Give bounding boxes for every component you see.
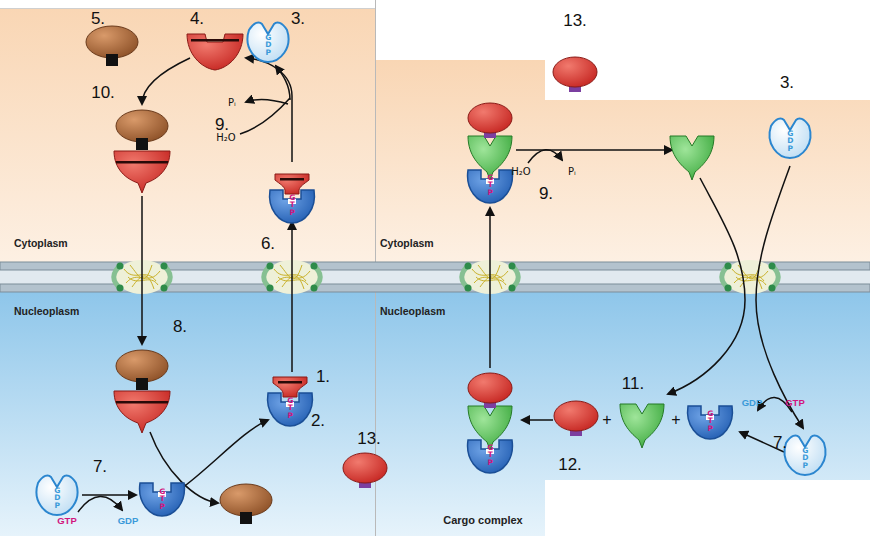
callout-number: 7. bbox=[93, 458, 107, 475]
callout-number: 13. bbox=[357, 430, 381, 447]
nucleotide-label: GTP bbox=[158, 487, 166, 510]
flow-arrow bbox=[182, 420, 268, 488]
nucleotide-label: GTP bbox=[486, 173, 494, 196]
chemical-label: H₂O bbox=[216, 133, 235, 143]
panel-border bbox=[0, 8, 375, 9]
flow-arrow bbox=[756, 166, 803, 428]
callout-number: 13. bbox=[563, 12, 587, 29]
flow-arrow bbox=[489, 208, 491, 368]
nucleoplasm-region bbox=[376, 292, 870, 536]
exportin bbox=[114, 391, 170, 433]
flow-arrow bbox=[240, 98, 290, 134]
cargo-protein bbox=[116, 110, 168, 150]
plus-sign: + bbox=[671, 412, 680, 428]
cargo-protein bbox=[220, 484, 272, 524]
nucleotide-label: GDP bbox=[264, 33, 272, 56]
nuclear-pore bbox=[722, 260, 779, 294]
nucleotide-label: GTP bbox=[486, 443, 494, 466]
flow-arrow bbox=[78, 496, 122, 512]
callout-number: 12. bbox=[558, 456, 582, 473]
ran-gtp bbox=[468, 440, 513, 473]
nucleotide-label: GDP bbox=[786, 129, 794, 152]
exportin bbox=[114, 151, 170, 193]
nucleotide-label: GTP bbox=[785, 398, 805, 408]
nucleotide-label: GTP bbox=[57, 516, 77, 526]
cargo-protein bbox=[468, 103, 512, 138]
ran-gdp bbox=[769, 118, 810, 158]
complex-label: Cargo complex bbox=[443, 515, 522, 526]
callout-number: 6. bbox=[261, 235, 275, 252]
exportin bbox=[187, 34, 243, 70]
chemical-label: Pᵢ bbox=[228, 98, 236, 108]
region-label: Cytoplasm bbox=[380, 238, 434, 249]
importin bbox=[670, 136, 714, 180]
nucleoplasm-region bbox=[0, 292, 375, 536]
flow-arrow bbox=[246, 99, 288, 104]
callout-number: 8. bbox=[173, 318, 187, 335]
flow-arrow bbox=[291, 222, 293, 372]
plus-sign: + bbox=[602, 412, 611, 428]
cargo-protein bbox=[343, 453, 387, 488]
flow-arrow bbox=[142, 58, 190, 104]
region-label: Nucleoplasm bbox=[14, 306, 79, 317]
cargo-protein bbox=[468, 373, 512, 408]
nucleotide-label: GTP bbox=[706, 409, 714, 432]
cytoplasm-region bbox=[376, 60, 870, 262]
flow-arrow bbox=[141, 196, 143, 344]
nucleotide-label: GTP bbox=[286, 396, 294, 419]
cargo-protein bbox=[116, 350, 168, 390]
callout-number: 7. bbox=[773, 434, 787, 451]
importin bbox=[620, 404, 664, 448]
flow-arrow bbox=[82, 494, 136, 496]
ran-gtp bbox=[688, 406, 733, 439]
cytoplasm-region bbox=[0, 8, 375, 262]
ran-gtp bbox=[140, 483, 185, 516]
nucleotide-label: GDP bbox=[53, 486, 61, 509]
cargo-protein bbox=[86, 26, 138, 66]
flow-arrow bbox=[668, 178, 745, 394]
exportin bbox=[275, 174, 309, 194]
callout-number: 3. bbox=[780, 74, 794, 91]
nucleotide-label: GDP bbox=[801, 446, 809, 469]
chemical-label: H₂O bbox=[511, 167, 530, 177]
ran-gdp bbox=[36, 475, 77, 515]
callout-number: 5. bbox=[91, 10, 105, 27]
ran-gdp bbox=[247, 22, 288, 62]
ran-gdp bbox=[784, 435, 825, 475]
nucleotide-label: GDP bbox=[742, 398, 763, 408]
cargo-protein bbox=[554, 401, 598, 436]
callout-number: 3. bbox=[291, 10, 305, 27]
nucleotide-label: GTP bbox=[288, 193, 296, 216]
callout-number: 10. bbox=[91, 84, 115, 101]
nucleotide-label: GDP bbox=[118, 516, 139, 526]
flow-arrow bbox=[516, 149, 672, 151]
callout-number: 4. bbox=[190, 10, 204, 27]
flow-arrow bbox=[528, 150, 562, 163]
callout-number: 9. bbox=[539, 185, 553, 202]
callout-number: 11. bbox=[622, 375, 644, 392]
flow-arrow bbox=[522, 419, 553, 421]
cargo-protein bbox=[553, 57, 597, 92]
callout-number: 1. bbox=[316, 368, 330, 385]
callout-number: 2. bbox=[311, 412, 325, 429]
region-label: Cytoplasm bbox=[14, 238, 68, 249]
exportin bbox=[273, 377, 307, 397]
flow-arrow bbox=[246, 58, 292, 162]
ran-gtp bbox=[268, 393, 313, 426]
ran-gtp bbox=[468, 170, 513, 203]
callout-number: 9. bbox=[215, 116, 229, 133]
region-label: Nucleoplasm bbox=[380, 306, 445, 317]
chemical-label: Pᵢ bbox=[568, 167, 576, 177]
ran-gtp bbox=[270, 190, 315, 223]
flow-arrow bbox=[276, 66, 290, 100]
